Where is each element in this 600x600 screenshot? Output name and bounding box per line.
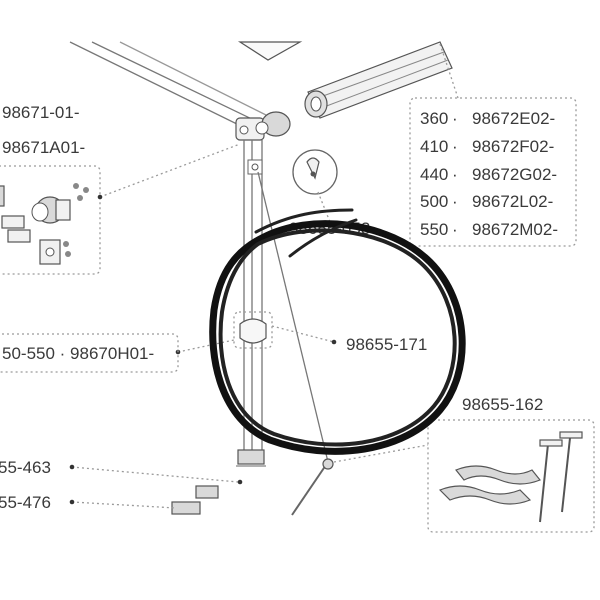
- label-98671a01: 98671A01-: [2, 138, 85, 157]
- label-463: 55-463: [0, 458, 51, 477]
- left-parts-group: [0, 165, 101, 275]
- length-size: 550: [420, 220, 448, 239]
- length-size: 360: [420, 109, 448, 128]
- awning-arm: [69, 41, 303, 129]
- top-joint: [235, 111, 291, 141]
- length-size: 410: [420, 137, 448, 156]
- separator-dot: ·: [452, 109, 458, 128]
- ground-brackets: [171, 485, 219, 515]
- label-476: 55-476: [0, 493, 51, 512]
- length-code: 98672E02-: [472, 109, 555, 128]
- leg-clip: [233, 311, 273, 349]
- separator-dot: ·: [452, 220, 458, 239]
- label-98671-01: 98671-01-: [2, 103, 80, 122]
- length-code: 98672M02-: [472, 220, 558, 239]
- roller-tube: [304, 41, 453, 119]
- length-code: 98672F02-: [472, 137, 554, 156]
- length-code: 98672G02-: [472, 165, 557, 184]
- length-table-frame: [409, 97, 577, 247]
- separator-dot: ·: [452, 137, 458, 156]
- label-98670h01: 50-550 · 98670H01-: [2, 344, 154, 363]
- marker-circle-annotation: [209, 208, 466, 455]
- separator-dot: ·: [452, 192, 458, 211]
- separator-dot: ·: [452, 165, 458, 184]
- detail-loupe: [292, 149, 338, 195]
- support-leg: [236, 140, 266, 467]
- label-98655-171: 98655-171: [346, 335, 427, 354]
- length-code: 98672L02-: [472, 192, 553, 211]
- stakes-straps-group: [427, 419, 595, 533]
- leader-lines: [69, 43, 459, 509]
- label-98655-162: 98655-162: [462, 395, 543, 414]
- length-size: 500: [420, 192, 448, 211]
- length-size: 440: [420, 165, 448, 184]
- tension-rod: [257, 171, 334, 516]
- length-table: 360 98672E02- 410 98672F02- 440 98672G02…: [420, 109, 558, 239]
